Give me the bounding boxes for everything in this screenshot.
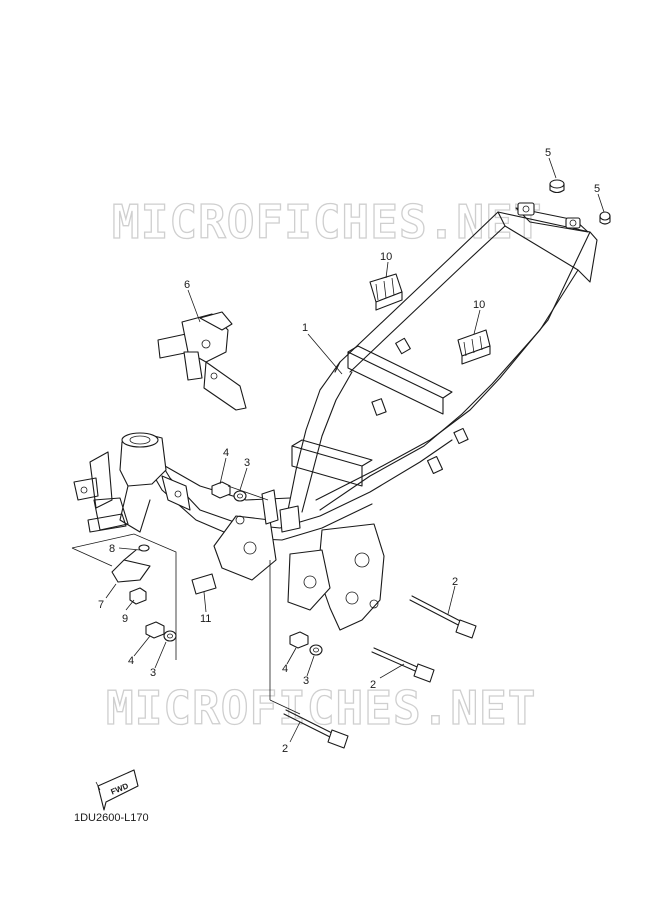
- callout-10b: 10: [473, 299, 485, 311]
- callout-6: 6: [184, 279, 190, 291]
- callout-1: 1: [302, 322, 308, 334]
- callout-5a: 5: [545, 147, 551, 159]
- fwd-arrow-icon: FWD: [95, 769, 139, 811]
- callout-3a: 3: [244, 457, 250, 469]
- watermark-top: MICROFICHES.NET: [112, 195, 542, 249]
- callout-4c: 4: [282, 663, 288, 675]
- callout-10a: 10: [380, 251, 392, 263]
- bolt-part: [283, 595, 477, 749]
- damper-part: [369, 273, 491, 365]
- callout-4a: 4: [223, 447, 229, 459]
- callout-2a: 2: [452, 576, 458, 588]
- callout-3c: 3: [303, 675, 309, 687]
- callout-7: 7: [98, 599, 104, 611]
- callout-2b: 2: [370, 679, 376, 691]
- watermark-bottom: MICROFICHES.NET: [106, 681, 536, 735]
- reference-code: 1DU2600-L170: [74, 812, 149, 824]
- callout-5b: 5: [594, 183, 600, 195]
- stay-part: [111, 544, 151, 583]
- callout-9: 9: [122, 613, 128, 625]
- callouts: 1 5 5 10 10 6 4 3 8 7 9 11 2 4 3 4 3 2 2: [98, 147, 600, 755]
- callout-11: 11: [200, 613, 211, 625]
- leader-lines: [71, 157, 605, 743]
- bracket-part: [157, 311, 247, 411]
- callout-3b: 3: [150, 667, 156, 679]
- callout-4b: 4: [128, 655, 134, 667]
- frame-part: [73, 202, 598, 631]
- label-part: [191, 573, 217, 595]
- callout-2c: 2: [282, 743, 288, 755]
- cap-part: [549, 179, 611, 225]
- callout-8: 8: [109, 543, 115, 555]
